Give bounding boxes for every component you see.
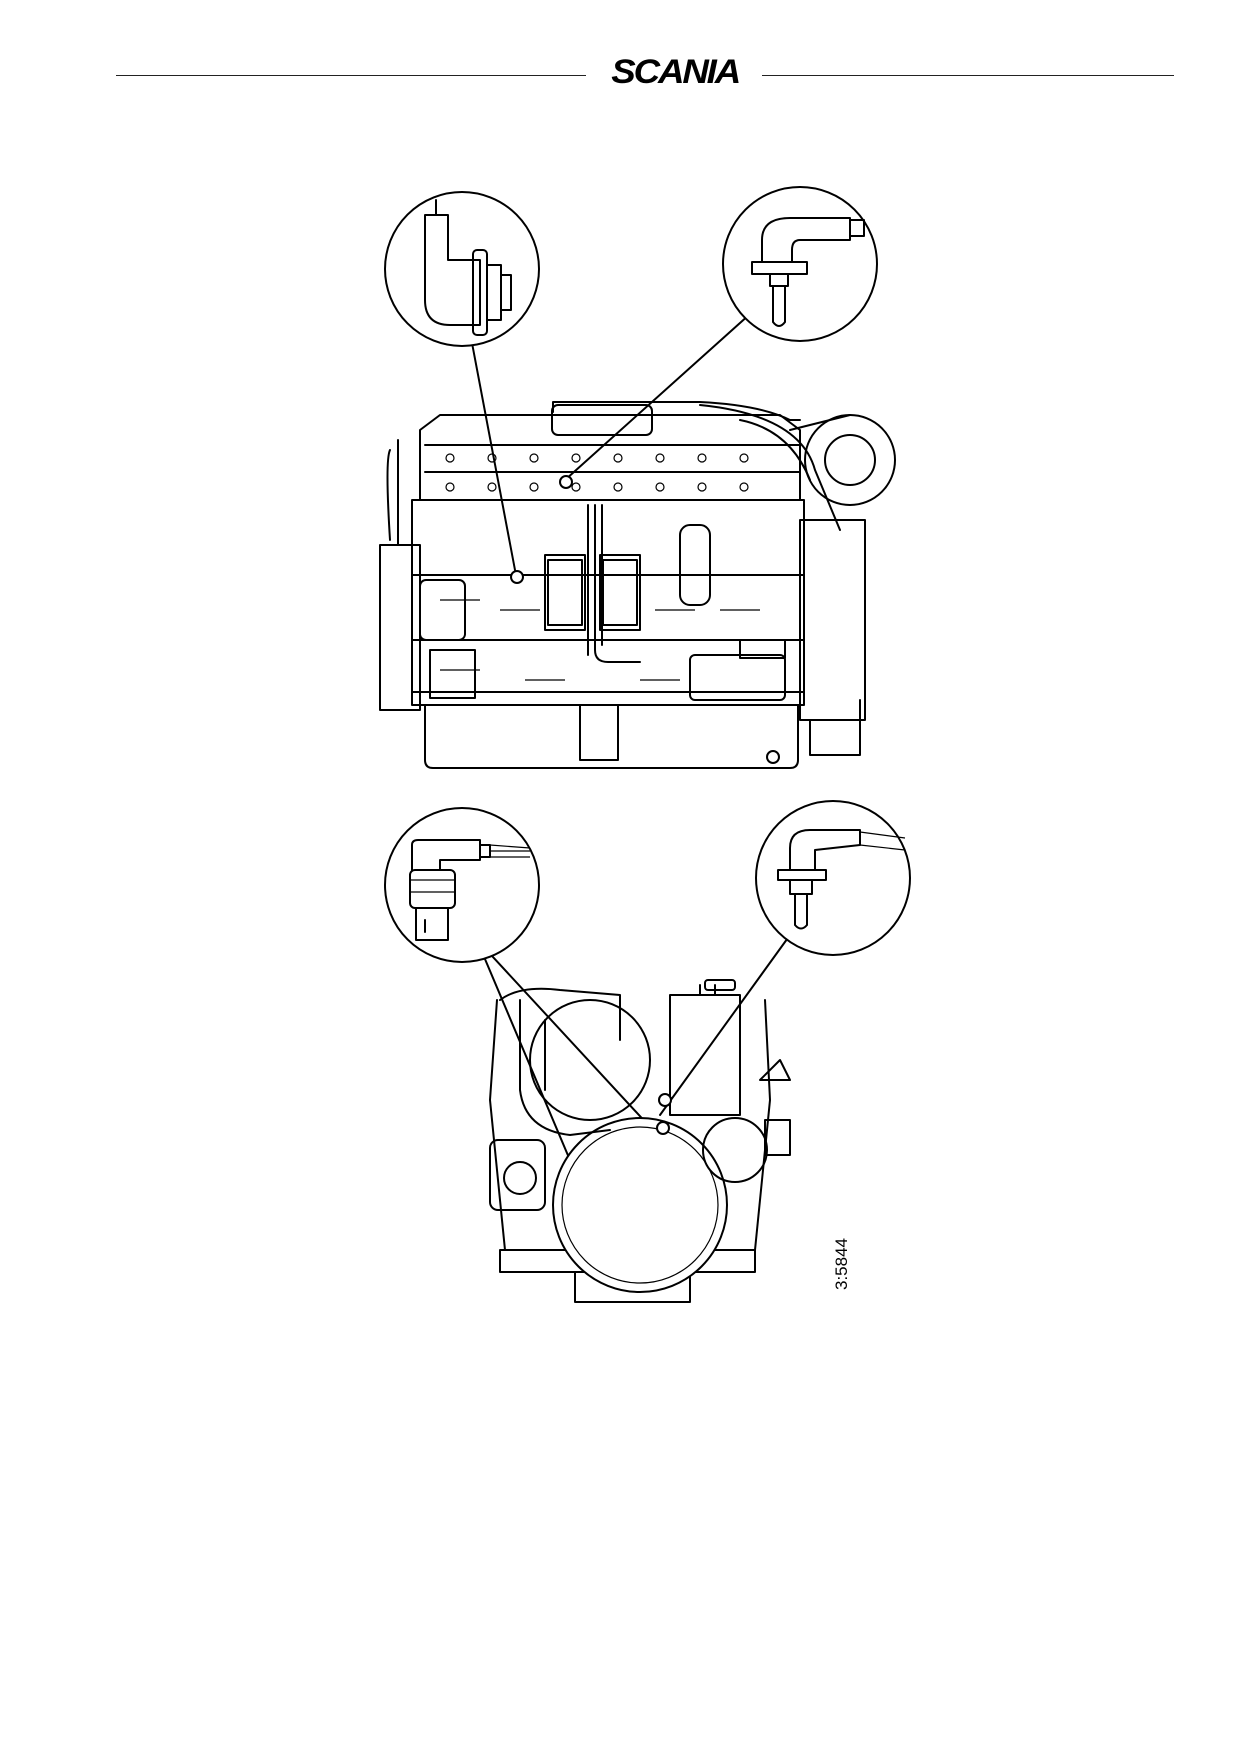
sensor-point-side-right — [559, 475, 573, 489]
sensor-point-side-left — [510, 570, 524, 584]
figure-number: 3:5844 — [832, 1238, 851, 1290]
engine-side-view — [379, 313, 896, 769]
scania-logo: SCANIA — [605, 52, 745, 92]
sensor-point-front-a — [656, 1121, 670, 1135]
engine-front-view — [467, 929, 791, 1303]
callout-bottom-left — [384, 807, 540, 963]
temperature-sensor-icon-2 — [777, 829, 906, 930]
header-rule-left — [116, 75, 586, 76]
brand-wordmark: SCANIA — [611, 52, 741, 91]
sensor-point-front-b — [658, 1093, 672, 1107]
speed-sensor-icon — [409, 839, 531, 941]
leader-line-bottom-right — [659, 934, 791, 1116]
header-rule-right — [762, 75, 1174, 76]
sensor-connector-icon — [424, 199, 512, 336]
leader-line-bottom-left-a — [467, 929, 663, 1141]
leader-line-bottom-left-b — [481, 951, 576, 1173]
temperature-sensor-icon — [751, 217, 865, 327]
leader-line-top-right — [564, 313, 751, 481]
callout-top-left — [384, 191, 540, 347]
leader-line-top-left — [471, 342, 516, 571]
callout-top-right — [722, 186, 878, 342]
callout-bottom-right — [755, 800, 911, 956]
